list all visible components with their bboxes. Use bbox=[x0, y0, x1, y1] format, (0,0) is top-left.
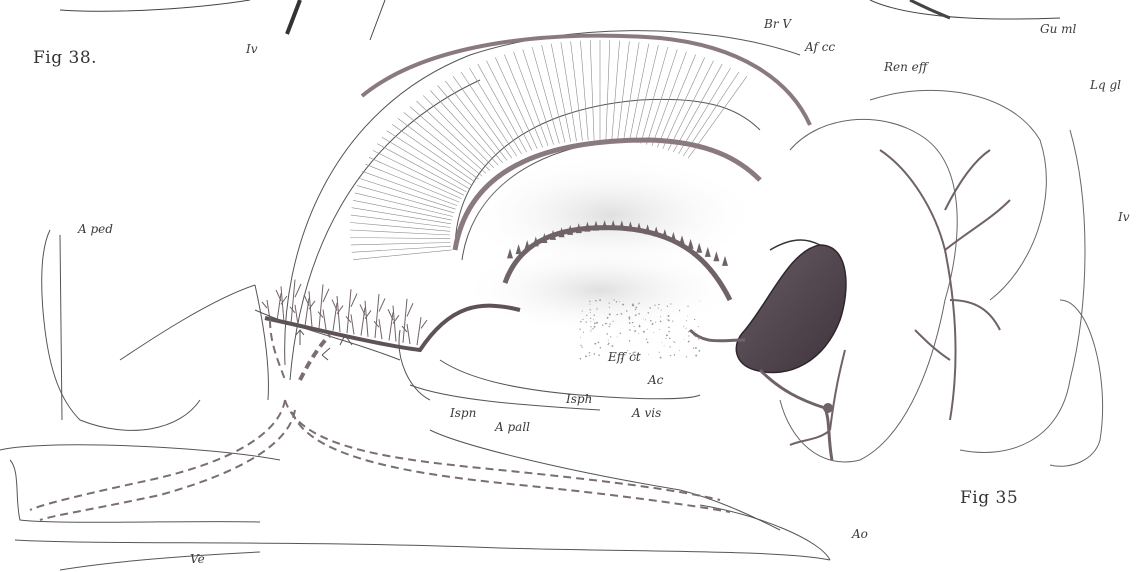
label-af-cc: Af cc bbox=[805, 40, 835, 54]
label-ve: Ve bbox=[190, 552, 205, 566]
label-ac: Ac bbox=[648, 373, 663, 387]
label-iv: Iv bbox=[246, 42, 258, 56]
label-br-v: Br V bbox=[764, 17, 791, 31]
top-fragment bbox=[60, 0, 1060, 40]
figure-35-label: Fig 35 bbox=[960, 488, 1018, 508]
heart bbox=[736, 245, 846, 373]
vessel-node bbox=[823, 403, 833, 413]
label-iv-right: Iv bbox=[1118, 210, 1130, 224]
label-gu-ml: Gu ml bbox=[1040, 22, 1076, 36]
label-ao: Ao bbox=[852, 527, 868, 541]
label-ispn: Ispn bbox=[450, 406, 476, 420]
label-eff-ct: Eff ct bbox=[608, 350, 641, 364]
label-ren-eff: Ren eff bbox=[884, 60, 927, 74]
figure-38-label: Fig 38. bbox=[33, 48, 97, 68]
label-a-pall: A pall bbox=[495, 420, 530, 434]
label-a-ped: A ped bbox=[78, 222, 113, 236]
label-a-vis: A vis bbox=[632, 406, 661, 420]
label-isph: Isph bbox=[566, 392, 592, 406]
label-lq-gl: Lq gl bbox=[1090, 78, 1121, 92]
